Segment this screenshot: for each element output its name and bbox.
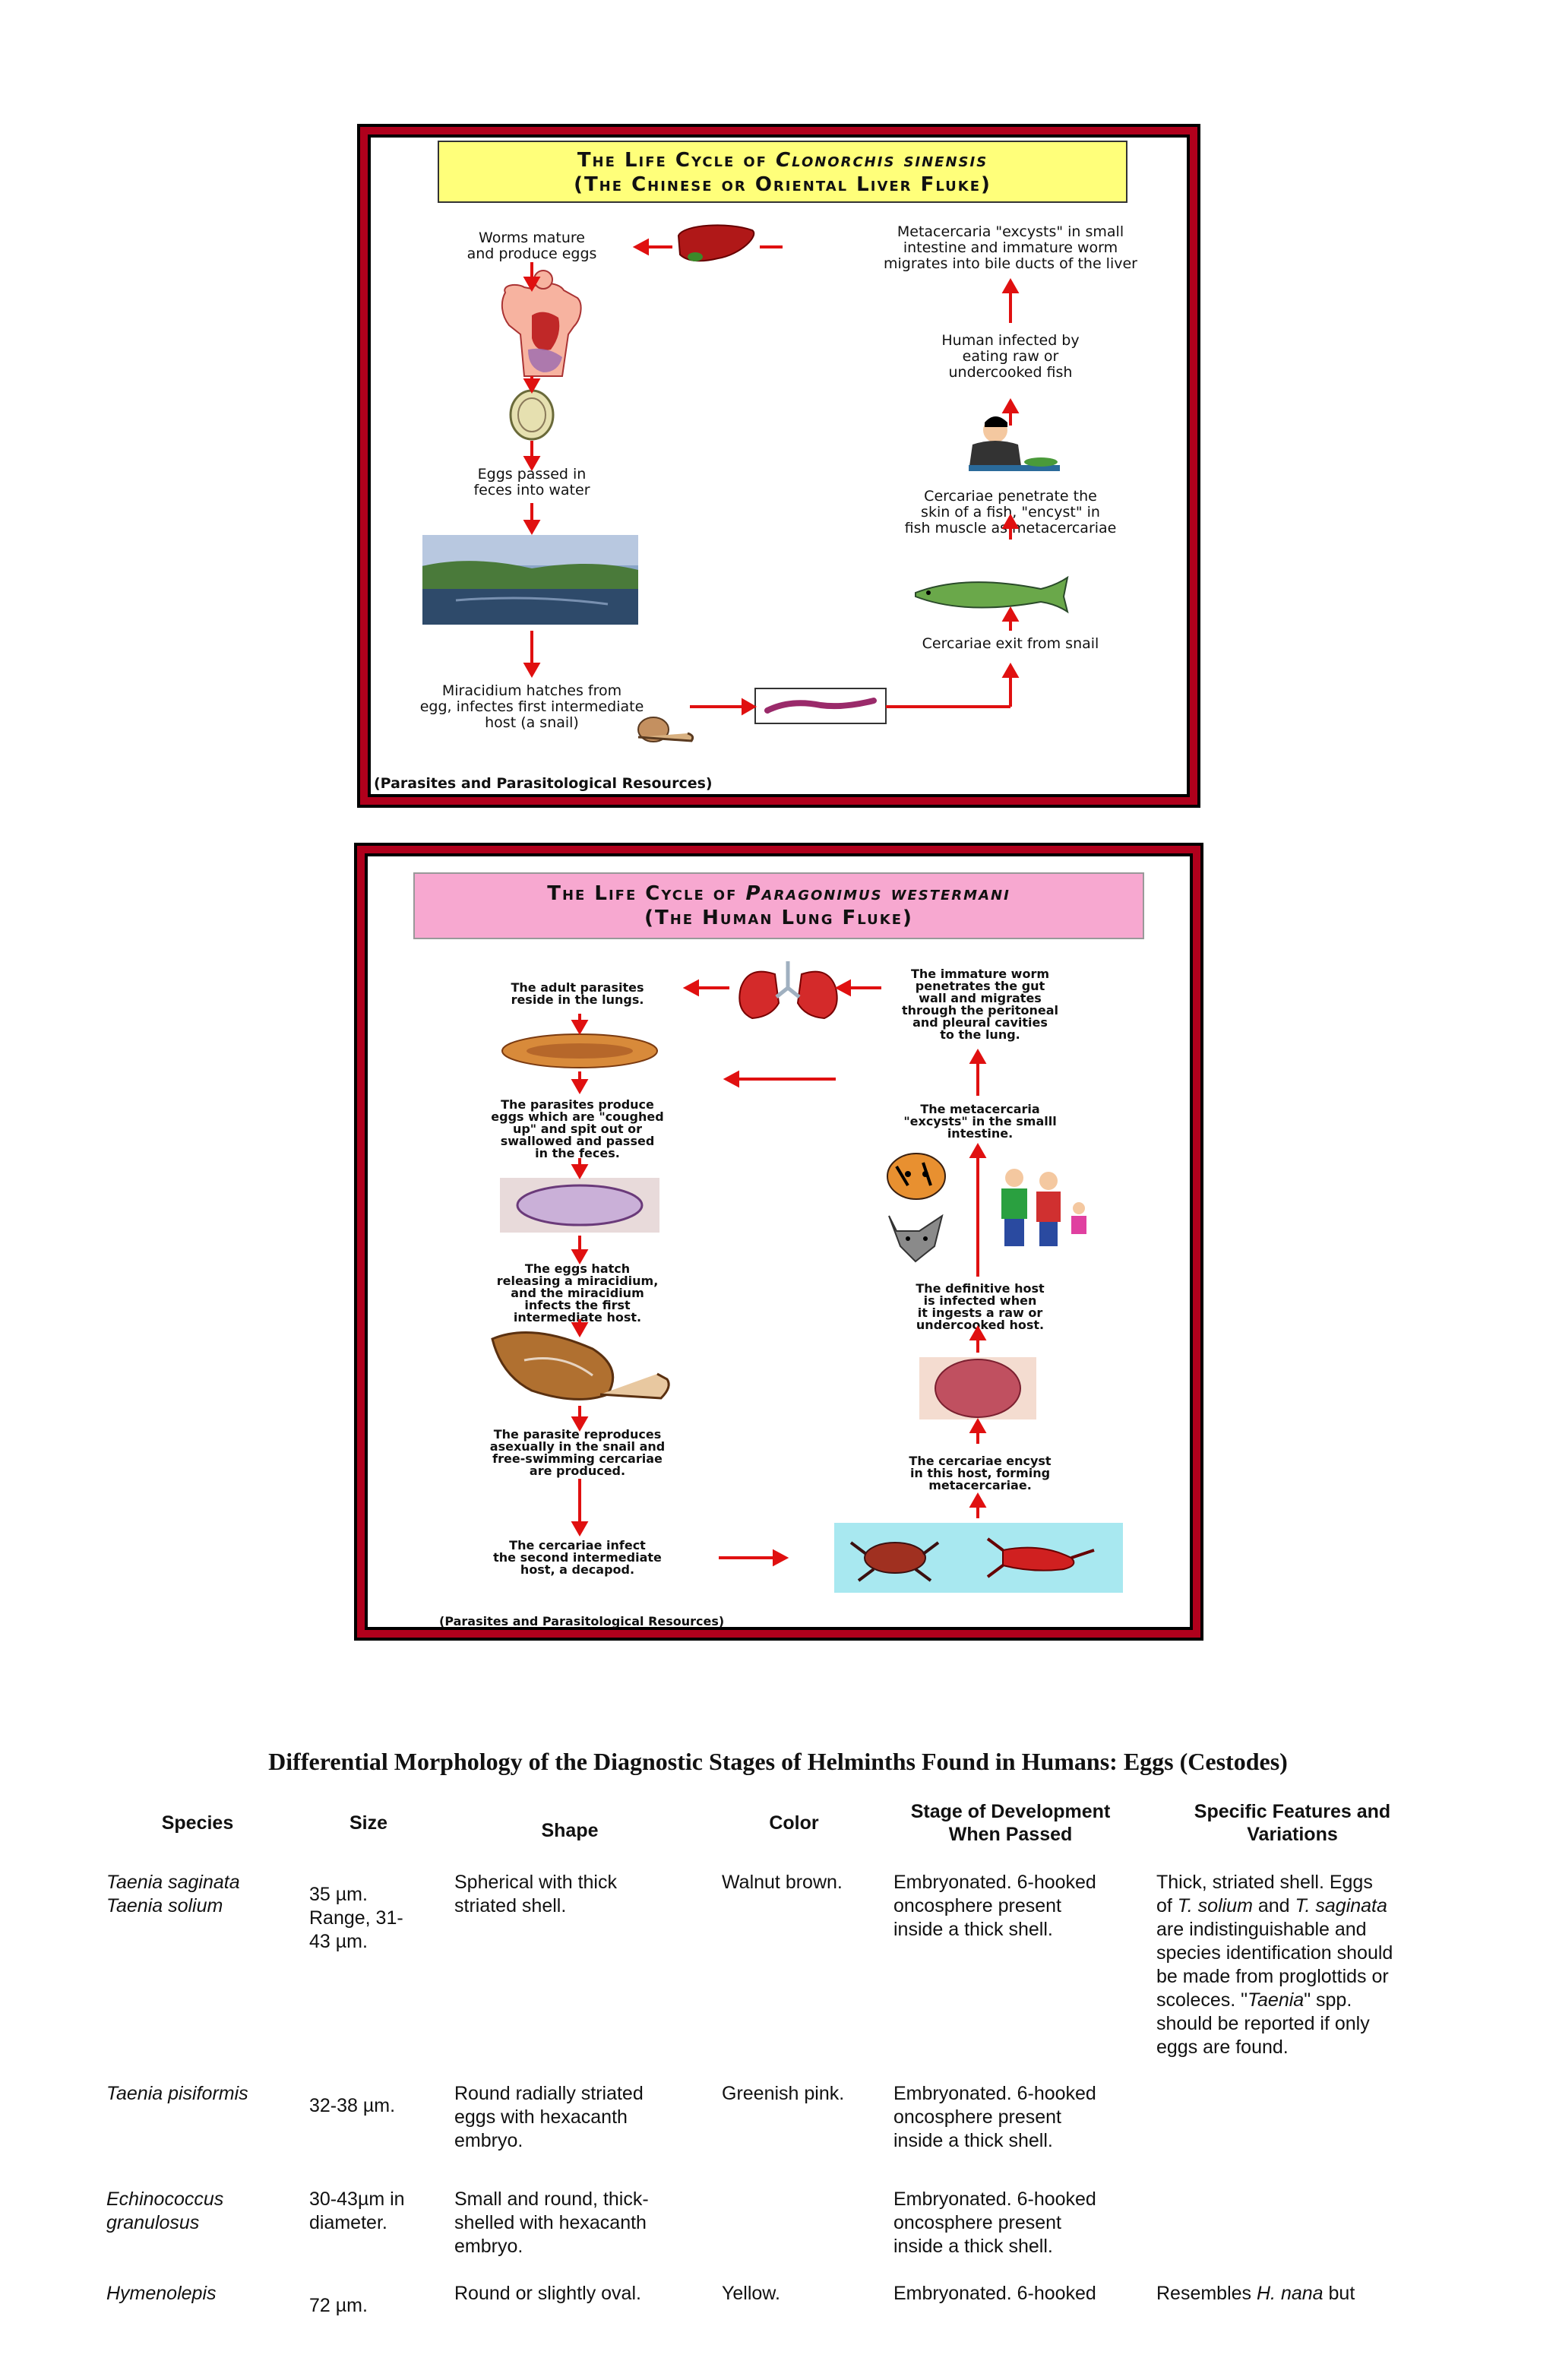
figure2-caption: (Parasites and Parasitological Resources… [439, 1614, 725, 1628]
cell-species: Hymenolepis [106, 2283, 217, 2304]
label-immature-worm: The immature worm penetrates the gut wal… [901, 967, 1059, 1042]
cell-species: Echinococcus granulosus [106, 2189, 224, 2233]
cell-stage: Embryonated. 6-hooked oncosphere present… [893, 2189, 1096, 2257]
gallbladder-icon [688, 252, 703, 261]
label-metacercaria-excysts2: The metacercaria "excysts" in the smalll… [903, 1102, 1057, 1141]
large-snail-icon [491, 1331, 670, 1400]
family-icon [1001, 1169, 1086, 1246]
figure1-caption: (Parasites and Parasitological Resources… [374, 775, 713, 792]
cell-shape: Small and round, thick- shelled with hex… [454, 2189, 649, 2257]
figure2-illustrations [491, 961, 1123, 1593]
label-reproduces: The parasite reproduces asexually in the… [489, 1427, 666, 1478]
label-cercariae-exit: Cercariae exit from snail [922, 635, 1099, 652]
cell-species: Taenia pisiformis [106, 2083, 248, 2104]
cell-shape: Round or slightly oval. [454, 2283, 641, 2304]
table-title: Differential Morphology of the Diagnosti… [268, 1748, 1288, 1775]
cell-shape: Spherical with thick striated shell. [454, 1872, 617, 1916]
label-definitive-host: The definitive host is infected when it … [916, 1281, 1045, 1332]
header-stage: Stage of Development When Passed [910, 1801, 1111, 1845]
cell-size: 30-43µm in diameter. [309, 2189, 405, 2233]
cell-size: 32-38 µm. [309, 2095, 396, 2116]
label-cercariae-encyst: The cercariae encyst in this host, formi… [909, 1454, 1052, 1492]
crab-icon [849, 1541, 940, 1582]
cell-species: Taenia saginata Taenia solium [106, 1872, 240, 1916]
figure2-title: The Life Cycle of Paragonimus westermani… [413, 872, 1144, 939]
header-shape: Shape [541, 1820, 599, 1841]
snail-icon [637, 717, 694, 742]
label-metacercaria-excysts: Metacercaria "excysts" in small intestin… [884, 223, 1137, 272]
label-human-infected: Human infected by eating raw or undercoo… [941, 332, 1080, 381]
cell-color: Greenish pink. [722, 2083, 845, 2104]
label-cercariae-infect: The cercariae infect the second intermed… [493, 1538, 662, 1577]
cell-shape: Round radially striated eggs with hexaca… [454, 2083, 644, 2151]
man-eating-icon [969, 416, 1060, 471]
cell-features: Resembles H. nana but [1156, 2283, 1355, 2304]
label-cercariae-penetrate: Cercariae penetrate the skin of a fish, … [904, 488, 1117, 536]
cell-stage: Embryonated. 6-hooked oncosphere present… [893, 1872, 1096, 1940]
label-worms-mature: Worms mature and produce eggs [466, 229, 597, 262]
label-miracidium-hatches: Miracidium hatches from egg, infectes fi… [419, 682, 644, 731]
cell-color: Walnut brown. [722, 1872, 843, 1893]
fish-icon [915, 575, 1069, 614]
label-adult-parasites: The adult parasites reside in the lungs. [511, 980, 644, 1007]
figure1-illustrations [422, 224, 1069, 742]
river-photo [422, 535, 638, 625]
cell-color: Yellow. [722, 2283, 780, 2304]
header-color: Color [769, 1812, 819, 1834]
cell-stage: Embryonated. 6-hooked oncosphere present… [893, 2083, 1096, 2151]
cell-size: 72 µm. [309, 2295, 368, 2316]
wolf-icon [888, 1214, 944, 1263]
tiger-icon [887, 1153, 946, 1200]
label-produce-eggs: The parasites produce eggs which are "co… [491, 1097, 664, 1160]
cell-stage: Embryonated. 6-hooked [893, 2283, 1096, 2304]
crayfish-icon [986, 1537, 1095, 1578]
cell-size: 35 µm. Range, 31- 43 µm. [309, 1884, 403, 1952]
cell-features: Thick, striated shell. Eggs of T. solium… [1156, 1872, 1393, 2058]
lungs-icon [738, 961, 838, 1020]
header-features: Specific Features and Variations [1194, 1801, 1391, 1845]
label-eggs-passed: Eggs passed in feces into water [473, 466, 590, 498]
header-size: Size [349, 1812, 388, 1834]
header-species: Species [161, 1812, 234, 1834]
figure1-title: The Life Cycle of Clonorchis sinensis (T… [438, 141, 1127, 203]
